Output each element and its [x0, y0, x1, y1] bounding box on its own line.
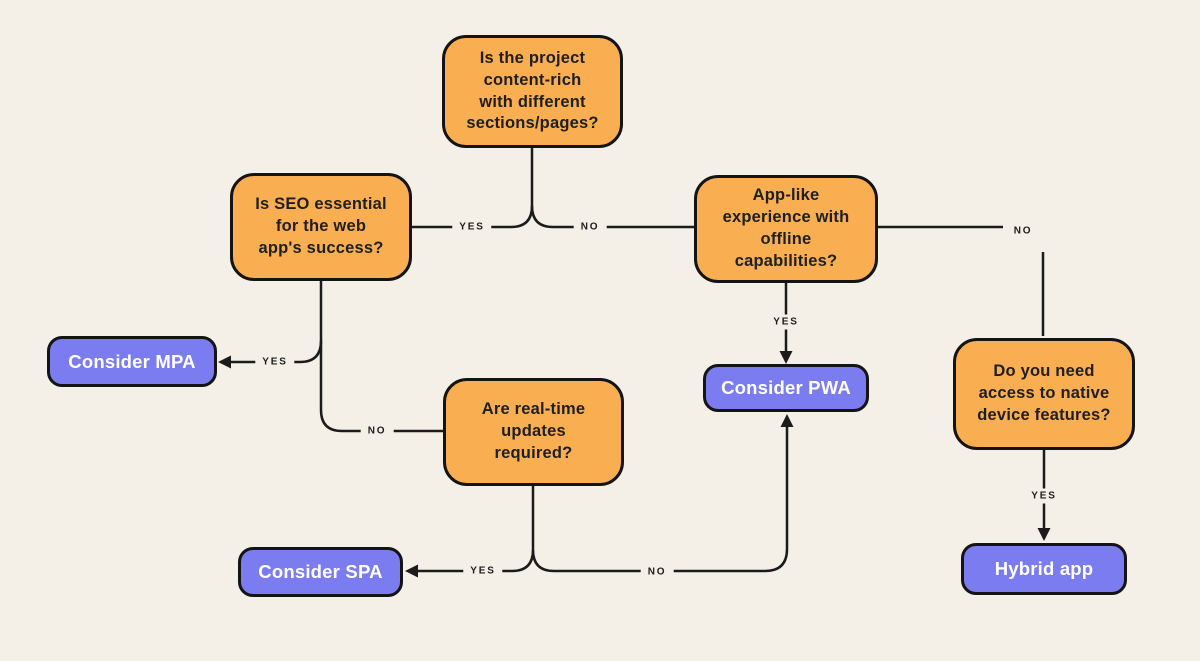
node-label-native-features: Do you need access to native device feat…: [977, 362, 1111, 424]
edge-label-seo-no: NO: [360, 423, 394, 439]
node-label-consider-mpa: Consider MPA: [68, 350, 196, 372]
node-label-hybrid-app: Hybrid app: [994, 558, 1094, 579]
connector-content-no: [530, 205, 694, 229]
edge-label-seo-yes: YES: [255, 354, 295, 370]
arrowhead-pwa-top: [779, 351, 793, 364]
node-question-native-features: Do you need access to native device feat…: [953, 338, 1135, 450]
node-label-seo: Is SEO essential for the web app's succe…: [255, 195, 387, 257]
edge-label-applike-no: NO: [1006, 223, 1040, 239]
node-question-realtime: Are real-time updates required?: [443, 378, 624, 486]
arrowhead-spa: [405, 564, 418, 578]
arrowhead-hybrid: [1037, 528, 1051, 541]
edge-label-realtime-yes: YES: [463, 563, 503, 579]
connector-content-yes: [412, 148, 534, 229]
node-label-consider-pwa: Consider PWA: [721, 377, 851, 398]
node-label-realtime: Are real-time updates required?: [481, 400, 586, 462]
node-question-applike: App-like experience with offline capabil…: [694, 175, 878, 283]
edge-label-realtime-no: NO: [640, 564, 674, 580]
arrowhead-pwa-bottom: [780, 414, 794, 427]
connector-realtime-no: [531, 427, 789, 573]
node-label-content-rich: Is the project content-rich with differe…: [466, 48, 599, 133]
node-answer-consider-mpa: Consider MPA: [47, 336, 217, 387]
node-question-seo: Is SEO essential for the web app's succe…: [230, 173, 412, 281]
node-answer-consider-pwa: Consider PWA: [703, 364, 869, 412]
connector-seo-yes: [231, 281, 323, 364]
node-answer-consider-spa: Consider SPA: [238, 547, 403, 597]
node-question-content-rich: Is the project content-rich with differe…: [442, 35, 623, 148]
edge-label-applike-yes: YES: [766, 314, 806, 330]
arrowhead-mpa: [218, 355, 231, 369]
node-label-consider-spa: Consider SPA: [258, 561, 383, 582]
edge-label-content-yes: YES: [452, 219, 492, 235]
node-label-applike: App-like experience with offline capabil…: [722, 186, 850, 270]
connector-realtime-yes: [418, 486, 535, 573]
edge-label-content-no: NO: [573, 219, 607, 235]
edge-label-native-yes: YES: [1024, 488, 1064, 504]
connector-seo-no: [319, 341, 443, 433]
node-answer-hybrid-app: Hybrid app: [961, 543, 1127, 595]
